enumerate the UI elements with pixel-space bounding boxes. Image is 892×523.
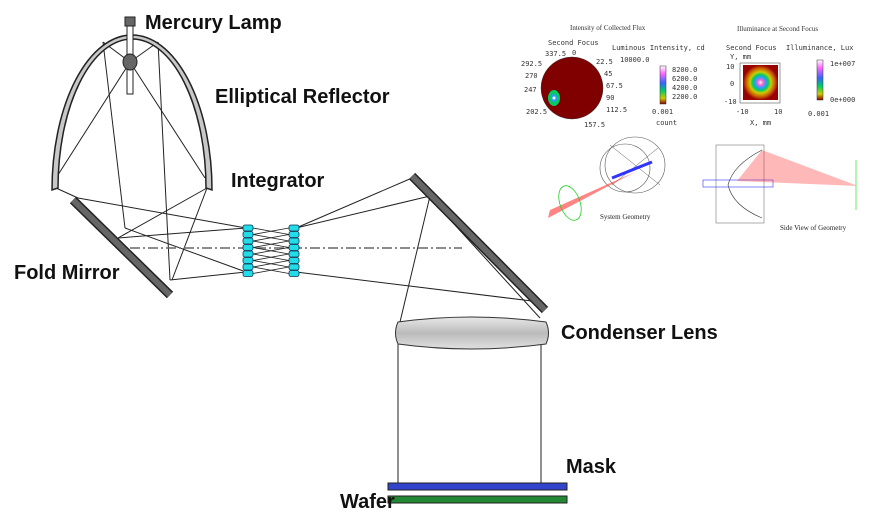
colorbar-max: 10000.0 [620,56,650,64]
angle-label: 247 [524,86,537,94]
lenslet [288,224,300,232]
illuminance-map [743,65,778,100]
colorbar-tick: 2200.0 [672,93,697,101]
illuminance-title: Illuminance at Second Focus [737,25,818,33]
wafer [387,495,568,504]
y-axis-label: Y, mm [730,53,751,61]
lenslet [242,257,254,264]
angle-label: 337.5 [545,50,566,58]
label-mercury-lamp: Mercury Lamp [145,12,282,34]
angle-label: 22.5 [596,58,613,66]
angle-label: 157.5 [584,121,605,129]
y-tick: -10 [724,98,737,106]
integrator-ray [252,240,290,248]
angle-label: 67.5 [606,82,623,90]
light-rays [55,41,542,485]
label-integrator: Integrator [231,170,325,192]
colorbar [816,59,824,101]
y-tick: 0 [730,80,734,88]
system-geometry-title: System Geometry [600,213,651,221]
label-elliptical-reflector: Elliptical Reflector [215,86,390,108]
colorbar-tick: 6200.0 [672,75,697,83]
lenslet [242,231,254,238]
lenslet [288,250,300,258]
angle-label: 90 [606,94,614,102]
intensity-panel: Intensity of Collected Flux Second Focus… [521,24,705,129]
count-range: 0.001 [808,110,829,118]
colorbar-max: 1e+007 [830,60,855,68]
mask [387,482,568,491]
count-range: 0.001 [652,108,673,116]
colorbar-min: 0e+000 [830,96,855,104]
x-axis-label: X, mm [750,119,771,127]
side-view-panel: Side View of Geometry [702,144,858,232]
angle-label: 270 [525,72,538,80]
intensity-subtitle: Second Focus [548,39,599,47]
colorbar-tick: 8200.0 [672,66,697,74]
lenslet [242,237,254,245]
colorbar [659,65,667,105]
angle-label: 292.5 [521,60,542,68]
colorbar-title: Illuminance, Lux [786,44,853,52]
side-view-title: Side View of Geometry [780,224,847,232]
angle-label: 0 [572,49,576,57]
lenslet [242,224,254,232]
count-label: count [656,119,677,127]
integrator-ray [252,234,290,242]
system-geometry-panel: System Geometry [548,136,666,221]
polar-plot [540,56,604,120]
angle-label: 112.5 [606,106,627,114]
integrator-ray [252,253,290,261]
label-mask: Mask [566,456,617,478]
lenslet [242,250,254,258]
illuminance-subtitle: Second Focus [726,44,777,52]
lenslet [288,263,300,271]
y-tick: 10 [726,63,734,71]
integrator-ray [252,260,290,268]
colorbar-title: Luminous Intensity, cd [612,44,705,52]
intensity-title: Intensity of Collected Flux [570,24,646,32]
lenslet [242,244,254,251]
mercury-lamp [122,16,138,95]
lenslet [288,244,300,251]
lenslet [242,263,254,271]
colorbar-tick: 4200.0 [672,84,697,92]
angle-label: 202.5 [526,108,547,116]
label-fold-mirror: Fold Mirror [14,262,120,284]
lenslet [288,237,300,245]
integrator-ray [252,266,290,274]
x-tick: -10 [736,108,749,116]
lenslet [242,270,254,277]
illuminance-panel: Illuminance at Second Focus Second Focus… [724,25,855,127]
label-condenser-lens: Condenser Lens [561,322,718,344]
condenser-lens [395,316,549,350]
lenslet [288,231,300,238]
elliptical-reflector [51,34,213,192]
x-tick: 10 [774,108,782,116]
integrator [242,224,300,277]
lenslet [288,257,300,264]
integrator-ray [252,227,290,235]
lenslet [288,270,300,277]
angle-label: 45 [604,70,612,78]
label-wafer: Wafer [340,491,395,513]
integrator-ray [252,247,290,255]
